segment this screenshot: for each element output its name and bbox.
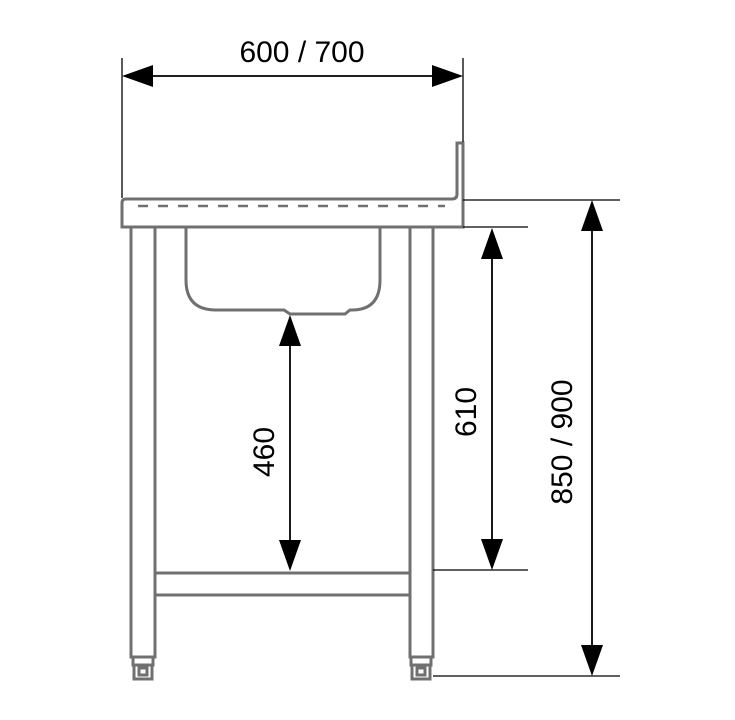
sink-clearance-dimension: 460 bbox=[248, 315, 301, 571]
arrow-down bbox=[481, 539, 503, 570]
arrow-up bbox=[279, 315, 301, 346]
arrow-down bbox=[279, 540, 301, 571]
frame-height-label: 610 bbox=[450, 387, 483, 437]
arrow-right bbox=[432, 65, 463, 87]
sink-table bbox=[120, 141, 465, 681]
right-leg bbox=[408, 225, 435, 659]
arrow-up bbox=[581, 200, 603, 231]
arrow-left bbox=[122, 65, 153, 87]
frame-height-dimension: 610 bbox=[433, 226, 528, 571]
arrow-up bbox=[481, 228, 503, 259]
right-foot bbox=[409, 655, 433, 681]
width-dimension: 600 / 700 bbox=[121, 36, 464, 198]
total-height-dimension: 850 / 900 bbox=[433, 199, 620, 677]
worktop bbox=[120, 141, 465, 229]
left-leg bbox=[129, 225, 157, 659]
cross-bar bbox=[153, 571, 412, 597]
sink-bowl bbox=[184, 227, 382, 316]
left-foot bbox=[131, 655, 155, 681]
sink-clearance-label: 460 bbox=[248, 427, 281, 477]
arrow-down bbox=[581, 645, 603, 676]
total-height-label: 850 / 900 bbox=[546, 379, 579, 504]
width-label: 600 / 700 bbox=[239, 36, 364, 69]
